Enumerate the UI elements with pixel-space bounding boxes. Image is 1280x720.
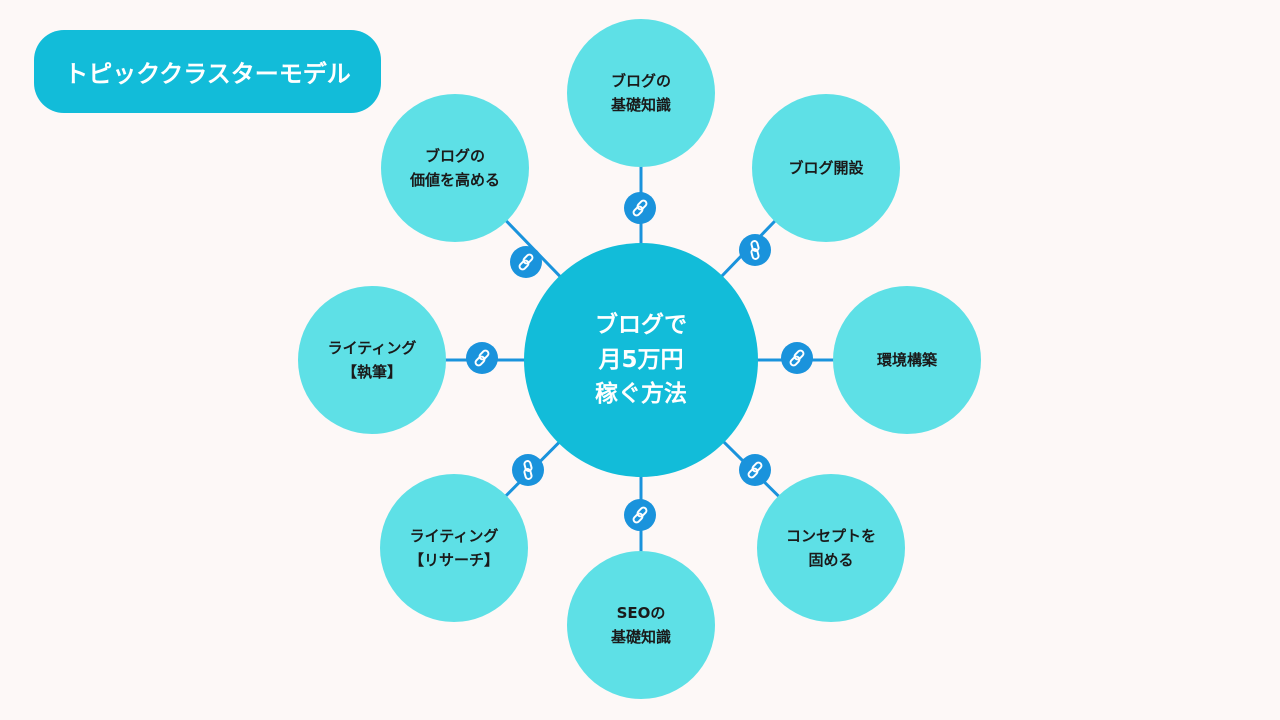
cluster-node-blog-basics: ブログの 基礎知識 [567, 19, 715, 167]
cluster-node-blog-setup: ブログ開設 [752, 94, 900, 242]
cluster-node-blog-value: ブログの 価値を高める [381, 94, 529, 242]
link-icon [466, 342, 498, 374]
cluster-node-writing: ライティング 【執筆】 [298, 286, 446, 434]
diagram-title: トピッククラスターモデル [34, 30, 381, 113]
cluster-node-environment: 環境構築 [833, 286, 981, 434]
link-icon [739, 234, 771, 266]
link-icon [624, 192, 656, 224]
link-icon [510, 246, 542, 278]
link-icon [739, 454, 771, 486]
pillar-node: ブログで 月5万円 稼ぐ方法 [524, 243, 758, 477]
link-icon [781, 342, 813, 374]
cluster-node-concept: コンセプトを 固める [757, 474, 905, 622]
cluster-node-seo-basics: SEOの 基礎知識 [567, 551, 715, 699]
cluster-node-writing-research: ライティング 【リサーチ】 [380, 474, 528, 622]
link-icon [624, 499, 656, 531]
link-icon [512, 454, 544, 486]
